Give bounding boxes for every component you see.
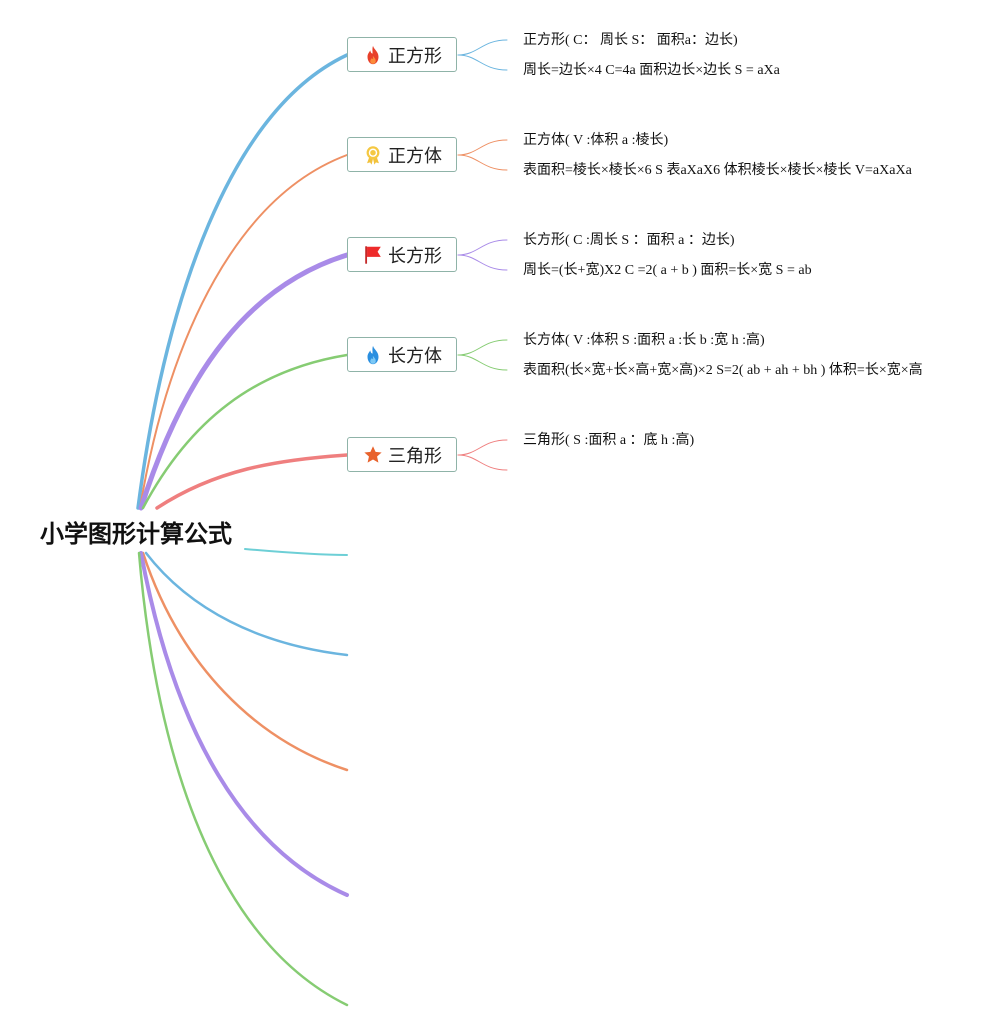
leaf-connector [457, 354, 508, 371]
detail-triangle-definition[interactable]: 三角形( S :面积 a ：底 h :高) [523, 433, 695, 448]
topic-cube[interactable]: 正方体 [347, 137, 457, 172]
fire-icon [362, 44, 384, 66]
detail-cube-definition[interactable]: 正方体( V :体积 a :棱长) [523, 133, 669, 148]
empty-branch-line [137, 551, 349, 1007]
branch-line [155, 453, 349, 510]
star-icon [362, 444, 384, 466]
branch-line [141, 353, 349, 510]
empty-branch-line [139, 551, 349, 897]
detail-square-formula[interactable]: 周长=边长×4 C=4a 面积边长×边长 S = aXa [523, 63, 780, 78]
red-flag-icon [362, 244, 384, 266]
detail-cuboid-formula[interactable]: 表面积(长×宽+长×高+宽×高)×2 S=2( ab + ah + bh ) 体… [523, 363, 923, 378]
topic-label: 正方形 [388, 45, 442, 67]
leaf-connector [457, 439, 508, 456]
branch-line [139, 154, 348, 509]
leaf-connector [457, 39, 508, 56]
topic-cuboid[interactable]: 长方体 [347, 337, 457, 372]
topic-label: 三角形 [388, 445, 442, 467]
branch-line [138, 252, 350, 511]
topic-square[interactable]: 正方形 [347, 37, 457, 72]
empty-branch-line [244, 548, 348, 556]
detail-square-definition[interactable]: 正方形( C： 周长 S： 面积a：边长) [523, 33, 738, 48]
topic-label: 长方形 [388, 245, 442, 267]
detail-cuboid-definition[interactable]: 长方体( V :体积 S :面积 a :长 b :宽 h :高) [523, 333, 765, 348]
leaf-connector [457, 454, 508, 471]
leaf-connector [457, 154, 508, 171]
detail-rectangle-formula[interactable]: 周长=(长+宽)X2 C =2( a + b ) 面积=长×宽 S = ab [523, 263, 812, 278]
leaf-connector [457, 254, 508, 271]
leaf-connector [457, 54, 508, 71]
detail-cube-formula[interactable]: 表面积=棱长×棱长×6 S 表aXaX6 体积棱长×棱长×棱长 V=aXaXa [523, 163, 912, 178]
topic-triangle[interactable]: 三角形 [347, 437, 457, 472]
leaf-connector [457, 139, 508, 156]
detail-rectangle-definition[interactable]: 长方形( C :周长 S ：面积 a ：边长) [523, 233, 735, 248]
award-medal-icon [362, 144, 384, 166]
leaf-connector [457, 239, 508, 256]
root-topic[interactable]: 小学图形计算公式 [40, 520, 232, 548]
empty-branch-line [141, 551, 349, 772]
leaf-connector [457, 339, 508, 356]
branch-line [136, 53, 349, 510]
topic-rectangle[interactable]: 长方形 [347, 237, 457, 272]
topic-label: 正方体 [388, 145, 442, 167]
leaf-connectors [457, 39, 508, 471]
empty-branch-line [144, 551, 349, 657]
branch-lines [136, 53, 350, 1007]
blue-flame-icon [362, 344, 384, 366]
topic-label: 长方体 [388, 345, 442, 367]
